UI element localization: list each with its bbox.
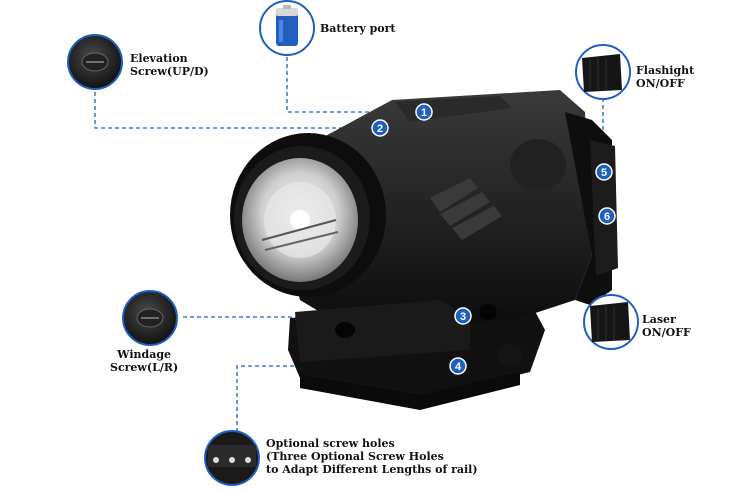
marker-4: 4: [449, 357, 467, 375]
marker-6-number: 6: [604, 211, 610, 223]
windage-label-line1: Windage: [117, 348, 172, 361]
elevation-label: Elevation Screw(UP/D): [130, 52, 209, 78]
marker-2: 2: [371, 119, 389, 137]
leader-elevation: [94, 85, 372, 129]
leader-screw-holes: [236, 365, 450, 432]
flashlight-laser-device: [230, 90, 618, 410]
screw-holes-thumbnail: [204, 430, 260, 486]
flashlight-switch-thumbnail: [575, 44, 631, 100]
screw-holes-label-line1: Optional screw holes: [266, 437, 395, 450]
laser-label-line2: ON/OFF: [642, 326, 691, 339]
flashlight-label-line1: Flashight: [636, 64, 695, 77]
marker-6: 6: [598, 207, 616, 225]
marker-1: 1: [415, 103, 433, 121]
flashlight-label-line2: ON/OFF: [636, 77, 685, 90]
flashlight-switch-label: Flashight ON/OFF: [636, 64, 694, 90]
screw-holes-label-line3: to Adapt Different Lengths of rail): [266, 463, 478, 476]
laser-block: [295, 300, 470, 362]
marker-3-number: 3: [460, 311, 466, 323]
marker-5: 5: [595, 163, 613, 181]
marker-5-number: 5: [601, 167, 607, 179]
windage-label-line2: Screw(L/R): [110, 361, 179, 374]
marker-2-number: 2: [377, 123, 383, 135]
laser-label-line1: Laser: [642, 313, 676, 326]
laser-aperture: [335, 322, 355, 338]
marker-3: 3: [454, 307, 472, 325]
marker-4-number: 4: [455, 361, 462, 373]
elevation-label-line1: Elevation: [130, 52, 188, 65]
windage-thumbnail: [122, 290, 178, 346]
screw-holes-label: Optional screw holes (Three Optional Scr…: [266, 437, 478, 476]
elevation-thumbnail: [67, 34, 123, 90]
laser-switch-label: Laser ON/OFF: [642, 313, 691, 339]
screw-holes-label-line2: (Three Optional Screw Holes: [266, 450, 444, 463]
marker-1-number: 1: [421, 107, 427, 119]
windage-label: Windage Screw(L/R): [110, 348, 178, 374]
laser-switch-thumbnail: [583, 294, 639, 350]
battery-port-label: Battery port: [320, 22, 396, 35]
elevation-label-line2: Screw(UP/D): [130, 65, 209, 78]
led: [290, 210, 310, 230]
battery-thumbnail: [259, 0, 315, 56]
